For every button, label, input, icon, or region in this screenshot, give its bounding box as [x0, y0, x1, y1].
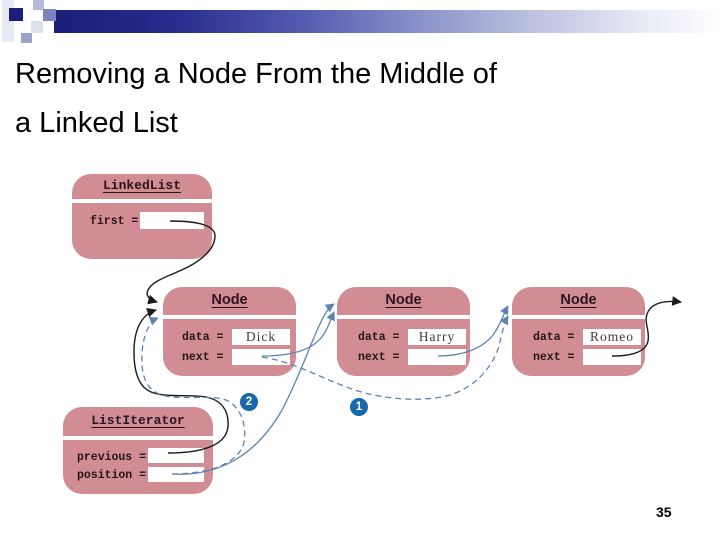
box-separator	[337, 315, 470, 319]
box-separator	[72, 199, 212, 203]
node2-next-label: next =	[358, 351, 400, 364]
linkedlist-class-name: LinkedList	[102, 178, 181, 193]
node3-next-label: next =	[533, 351, 575, 364]
node1-box: Node data = Dick next =	[163, 287, 296, 376]
position-field-label: position =	[77, 469, 147, 482]
header-gradient-bar	[54, 10, 720, 33]
linkedlist-box: LinkedList first =	[72, 174, 212, 259]
decor-square	[21, 33, 32, 43]
listiterator-box: ListIterator previous = position =	[63, 407, 213, 494]
node3-next-value-box	[583, 349, 641, 365]
box-separator	[512, 315, 645, 319]
step-marker-2: 2	[240, 393, 258, 411]
node2-data-label: data =	[358, 331, 400, 344]
node1-next-value-box	[232, 349, 290, 365]
decor-square	[9, 8, 23, 21]
node1-data-value-box: Dick	[232, 329, 290, 345]
position-field-value-box	[148, 467, 204, 482]
page-title: Removing a Node From the Middle of a Lin…	[15, 50, 710, 148]
node2-data-value-box: Harry	[408, 329, 466, 345]
box-separator	[163, 315, 296, 319]
node2-data-value: Harry	[418, 329, 456, 344]
node1-data-label: data =	[182, 331, 224, 344]
step-marker-1: 1	[350, 398, 368, 416]
node1-data-value: Dick	[245, 329, 277, 344]
node3-data-value-box: Romeo	[583, 329, 641, 345]
node2-class-name: Node	[385, 292, 422, 308]
first-field-label: first =	[90, 215, 139, 228]
listiterator-class-name: ListIterator	[91, 413, 185, 428]
node1-next-label: next =	[182, 351, 224, 364]
box-separator	[63, 436, 213, 440]
node3-data-label: data =	[533, 331, 575, 344]
page-title-line1: Removing a Node From the Middle of	[15, 58, 497, 90]
node2-box: Node data = Harry next =	[337, 287, 470, 376]
page-number: 35	[656, 504, 672, 520]
decor-square	[31, 21, 43, 33]
previous-field-label: previous =	[77, 451, 147, 464]
first-field-value-box	[140, 212, 204, 229]
decor-square	[2, 0, 14, 42]
node2-next-value-box	[408, 349, 466, 365]
node3-data-value: Romeo	[590, 329, 634, 344]
decor-square	[43, 9, 56, 21]
node3-class-name: Node	[560, 292, 597, 308]
page-title-line2: a Linked List	[15, 107, 178, 139]
node3-box: Node data = Romeo next =	[512, 287, 645, 376]
node1-class-name: Node	[211, 292, 248, 308]
previous-field-value-box	[148, 448, 204, 463]
decor-square	[33, 0, 44, 10]
